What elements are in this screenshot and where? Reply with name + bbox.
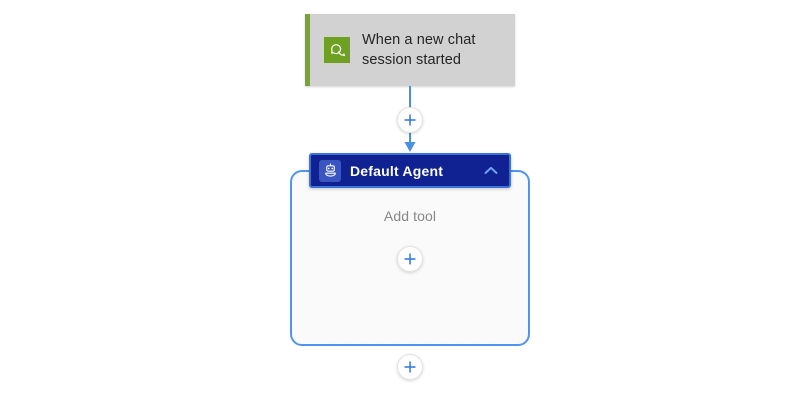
plus-icon [404, 114, 416, 126]
trigger-node-new-chat-session[interactable]: When a new chat session started [305, 14, 515, 86]
bot-icon [319, 159, 341, 182]
add-tool-button[interactable] [397, 246, 423, 272]
agent-title: Default Agent [350, 162, 444, 179]
trigger-accent-bar [305, 14, 310, 86]
trigger-title-line-2: session started [362, 52, 462, 68]
plus-icon [404, 253, 416, 265]
agent-body: Add tool [292, 172, 528, 344]
add-step-button-between-trigger-and-agent[interactable] [397, 107, 423, 133]
add-step-button-after-agent[interactable] [397, 354, 423, 380]
plus-icon [404, 361, 416, 373]
trigger-title-line-1: When a new chat [362, 32, 476, 48]
add-tool-label: Add tool [383, 208, 437, 224]
chevron-up-icon[interactable] [479, 159, 503, 183]
agent-node-default-agent[interactable]: Default Agent [309, 153, 511, 188]
agent-container[interactable]: Add tool [290, 170, 530, 346]
trigger-title: When a new chat session started [362, 30, 476, 70]
chat-bubble-icon [324, 37, 350, 63]
